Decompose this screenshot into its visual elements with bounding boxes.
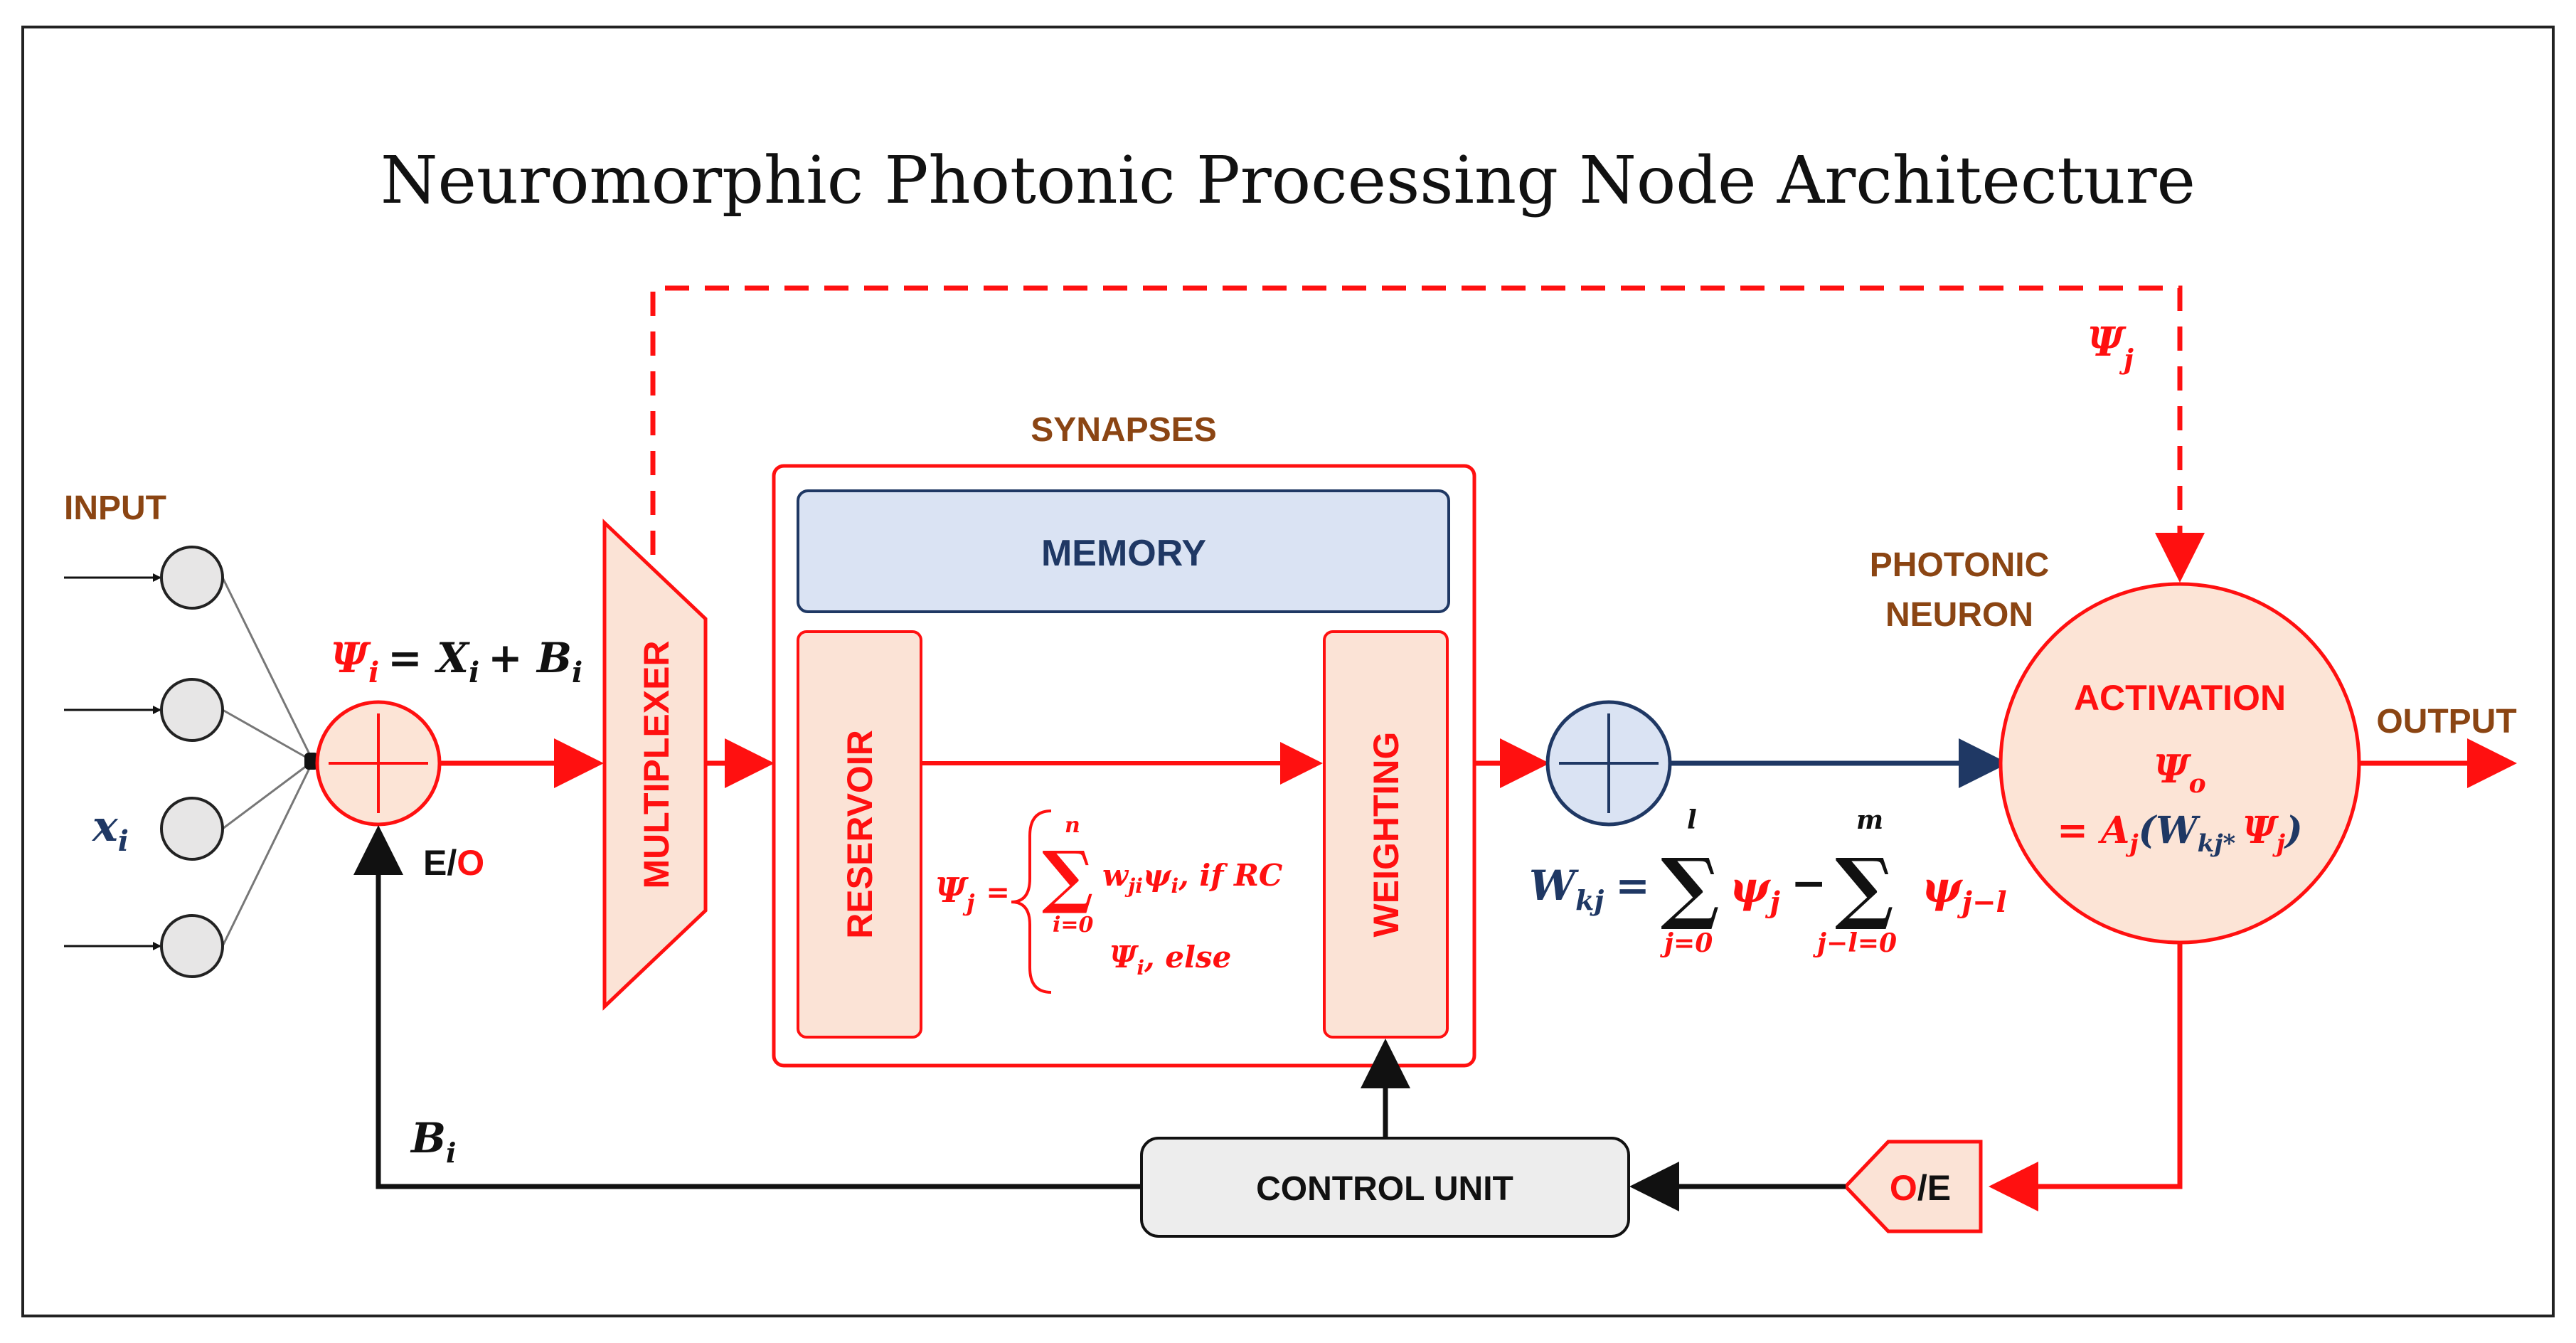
input-node-2 (160, 678, 224, 742)
weight-sum1-bottom: j=0 (1660, 928, 1713, 958)
multiplexer-block (602, 519, 708, 1011)
input-junction-dot (304, 753, 319, 770)
input-label: INPUT (64, 489, 166, 527)
output-label: OUTPUT (2376, 703, 2516, 740)
reservoir-label: RESERVOIR (840, 730, 880, 939)
reservoir-block (797, 630, 922, 1039)
input-node-3 (160, 797, 224, 861)
weight-sum1-top: l (1687, 805, 1697, 835)
input-node-4 (160, 914, 224, 978)
feedback-psi-j: Ψj (2087, 319, 2134, 375)
reservoir-case-2: Ψi, else (1109, 940, 1231, 980)
weight-minus: − (1791, 859, 1826, 908)
photonic-neuron-label-1: PHOTONIC (1870, 546, 2049, 584)
synapses-label: SYNAPSES (1031, 411, 1216, 449)
memory-block (797, 489, 1450, 613)
input-node-1 (160, 546, 224, 610)
reservoir-eq-lhs: Ψj= (935, 871, 1010, 916)
eo-label: E/O (423, 843, 484, 883)
reservoir-sum-sign: ∑ (1042, 836, 1093, 916)
oe-label: O/E (1890, 1168, 1951, 1208)
control-unit-label: CONTROL UNIT (1256, 1170, 1513, 1208)
psi-i-equation: Ψi= Xi+ Bi (331, 634, 582, 689)
input-nodes (64, 546, 319, 978)
eo-summing-node (315, 700, 442, 827)
arrow-activation-to-oe (1989, 943, 2183, 1211)
weight-sum2-sign: ∑ (1835, 841, 1894, 933)
activation-formula: = Aj(Wkj*Ψj) (2057, 809, 2302, 858)
weight-sum2-top: m (1856, 805, 1883, 835)
weight-sum2-bottom: j−l=0 (1813, 928, 1897, 958)
reservoir-sum-top: n (1065, 813, 1080, 838)
reservoir-case-1: wjiψi, if RC (1102, 858, 1283, 898)
figure-frame (21, 26, 2555, 1317)
weight-equation: Wkj= ∑ l j=0 ψj − ∑ m j−l=0 ψj−l (1529, 805, 2007, 958)
weight-term2: ψj−l (1922, 863, 2007, 919)
multiplexer-label: MULTIPLEXER (637, 640, 676, 888)
feedback-dashed-path (650, 285, 2205, 583)
weight-term1: ψj (1730, 863, 1780, 919)
photonic-neuron-label-2: NEURON (1885, 596, 2033, 634)
reservoir-sum-bottom: i=0 (1053, 913, 1094, 938)
arrow-control-to-sum (353, 825, 1141, 1189)
weight-sum1-sign: ∑ (1661, 841, 1720, 933)
activation-label: ACTIVATION (2074, 678, 2286, 718)
diagram-title: Neuromorphic Photonic Processing Node Ar… (380, 142, 2196, 218)
bias-label: Bi (410, 1114, 456, 1169)
oe-converter (1843, 1140, 1983, 1233)
input-edge-3 (222, 760, 314, 830)
input-edge-4 (221, 760, 314, 947)
weighted-summing-node (1545, 700, 1672, 827)
activation-psi-o: Ψo (2154, 746, 2205, 799)
weight-eq-lhs: Wkj= (1529, 861, 1650, 916)
memory-label: MEMORY (1041, 533, 1206, 574)
reservoir-equation: Ψj= ∑ n i=0 wjiψi, if RC Ψi, else (935, 809, 1283, 994)
weighting-label: WEIGHTING (1366, 732, 1406, 938)
reservoir-brace (1011, 809, 1052, 994)
weighting-block (1323, 630, 1449, 1039)
input-edge-2 (222, 708, 314, 763)
input-edge-1 (221, 577, 314, 762)
input-symbol-xi: xi (91, 802, 129, 858)
